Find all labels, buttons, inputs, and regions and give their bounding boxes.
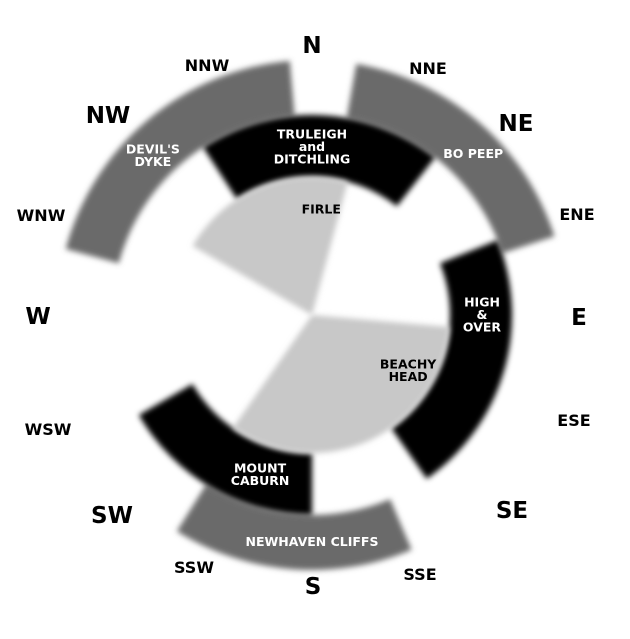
sector-newhaven-cliffs <box>176 484 412 570</box>
site-label-line: DEVIL'S <box>126 142 180 157</box>
compass-label-s: S <box>305 574 322 600</box>
site-label-line: DITCHLING <box>274 152 351 167</box>
sector-bo-peep <box>346 63 555 254</box>
site-sectors <box>65 60 555 570</box>
compass-labels: N NNE NE ENE E ESE SE SSE S SSW SW WSW W… <box>17 33 595 600</box>
compass-label-nw: NW <box>86 103 131 129</box>
site-label-line: NEWHAVEN CLIFFS <box>246 534 379 549</box>
compass-label-sse: SSE <box>403 565 436 584</box>
site-label-firle: FIRLE <box>302 201 341 216</box>
site-label-line: OVER <box>463 320 502 335</box>
site-label-newhaven-cliffs: NEWHAVEN CLIFFS <box>246 534 379 549</box>
sector-truleigh-ditchling <box>203 115 436 207</box>
site-label-line: HEAD <box>389 369 428 384</box>
compass-label-sw: SW <box>91 503 133 529</box>
site-label-line: DYKE <box>135 154 172 169</box>
compass-label-nne: NNE <box>409 59 447 78</box>
site-label-line: & <box>477 307 488 322</box>
site-label-line: BO PEEP <box>443 146 503 161</box>
sector-devils-dyke <box>65 60 295 264</box>
site-label-high-and-over: HIGH&OVER <box>463 295 502 335</box>
compass-label-se: SE <box>496 498 528 524</box>
compass-label-n: N <box>302 33 321 59</box>
site-label-line: MOUNT <box>234 461 287 476</box>
sector-firle <box>192 177 348 315</box>
compass-label-nnw: NNW <box>185 56 230 75</box>
site-label-line: FIRLE <box>302 201 341 216</box>
site-label-bo-peep: BO PEEP <box>443 146 503 161</box>
sector-high-and-over <box>391 240 512 479</box>
compass-label-w: W <box>25 304 50 330</box>
compass-label-ene: ENE <box>559 205 594 224</box>
compass-label-wnw: WNW <box>17 206 66 225</box>
site-label-line: HIGH <box>464 295 500 310</box>
sector-mount-caburn <box>138 384 312 515</box>
site-label-line: CABURN <box>231 473 290 488</box>
compass-label-ese: ESE <box>557 411 590 430</box>
site-label-line: and <box>299 139 325 154</box>
sector-beachy-head <box>232 315 450 453</box>
compass-label-ssw: SSW <box>174 558 214 577</box>
compass-label-e: E <box>571 305 587 331</box>
compass-label-wsw: WSW <box>25 420 72 439</box>
compass-label-ne: NE <box>499 111 534 137</box>
site-label-line: BEACHY <box>380 356 437 371</box>
site-label-line: TRULEIGH <box>277 127 347 142</box>
